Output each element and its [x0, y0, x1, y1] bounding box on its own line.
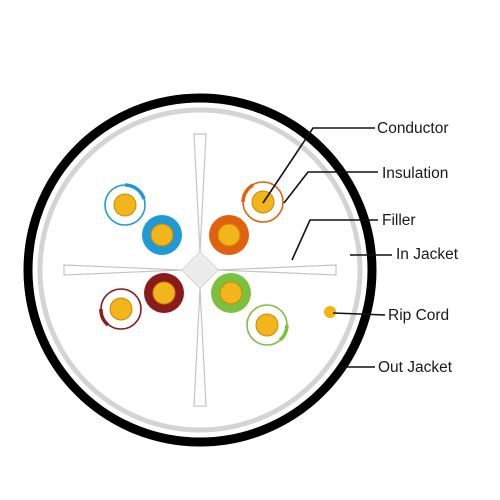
rip-cord-label: Rip Cord	[388, 307, 449, 324]
pair-green	[211, 273, 289, 346]
rip-cord	[324, 306, 336, 318]
cross-filler	[63, 133, 337, 407]
insulation-label: Insulation	[382, 165, 448, 182]
leader-lines	[262, 127, 392, 368]
conductor	[217, 223, 241, 247]
conductor-leader	[262, 127, 375, 204]
in-jacket-label: In Jacket	[396, 246, 459, 263]
pair-brown	[99, 273, 184, 330]
conductor	[255, 313, 279, 337]
conductor	[150, 223, 174, 247]
conductor	[152, 281, 176, 305]
pair-blue	[104, 183, 182, 255]
conductor	[109, 297, 133, 321]
filler-label: Filler	[382, 212, 416, 229]
conductor-label: Conductor	[377, 120, 449, 137]
insulation-leader	[283, 171, 378, 204]
out-jacket-label: Out Jacket	[378, 359, 453, 376]
conductor	[219, 281, 243, 305]
rip-cord-leader	[332, 312, 386, 316]
filler-leader	[291, 219, 378, 261]
conductor	[113, 193, 137, 217]
